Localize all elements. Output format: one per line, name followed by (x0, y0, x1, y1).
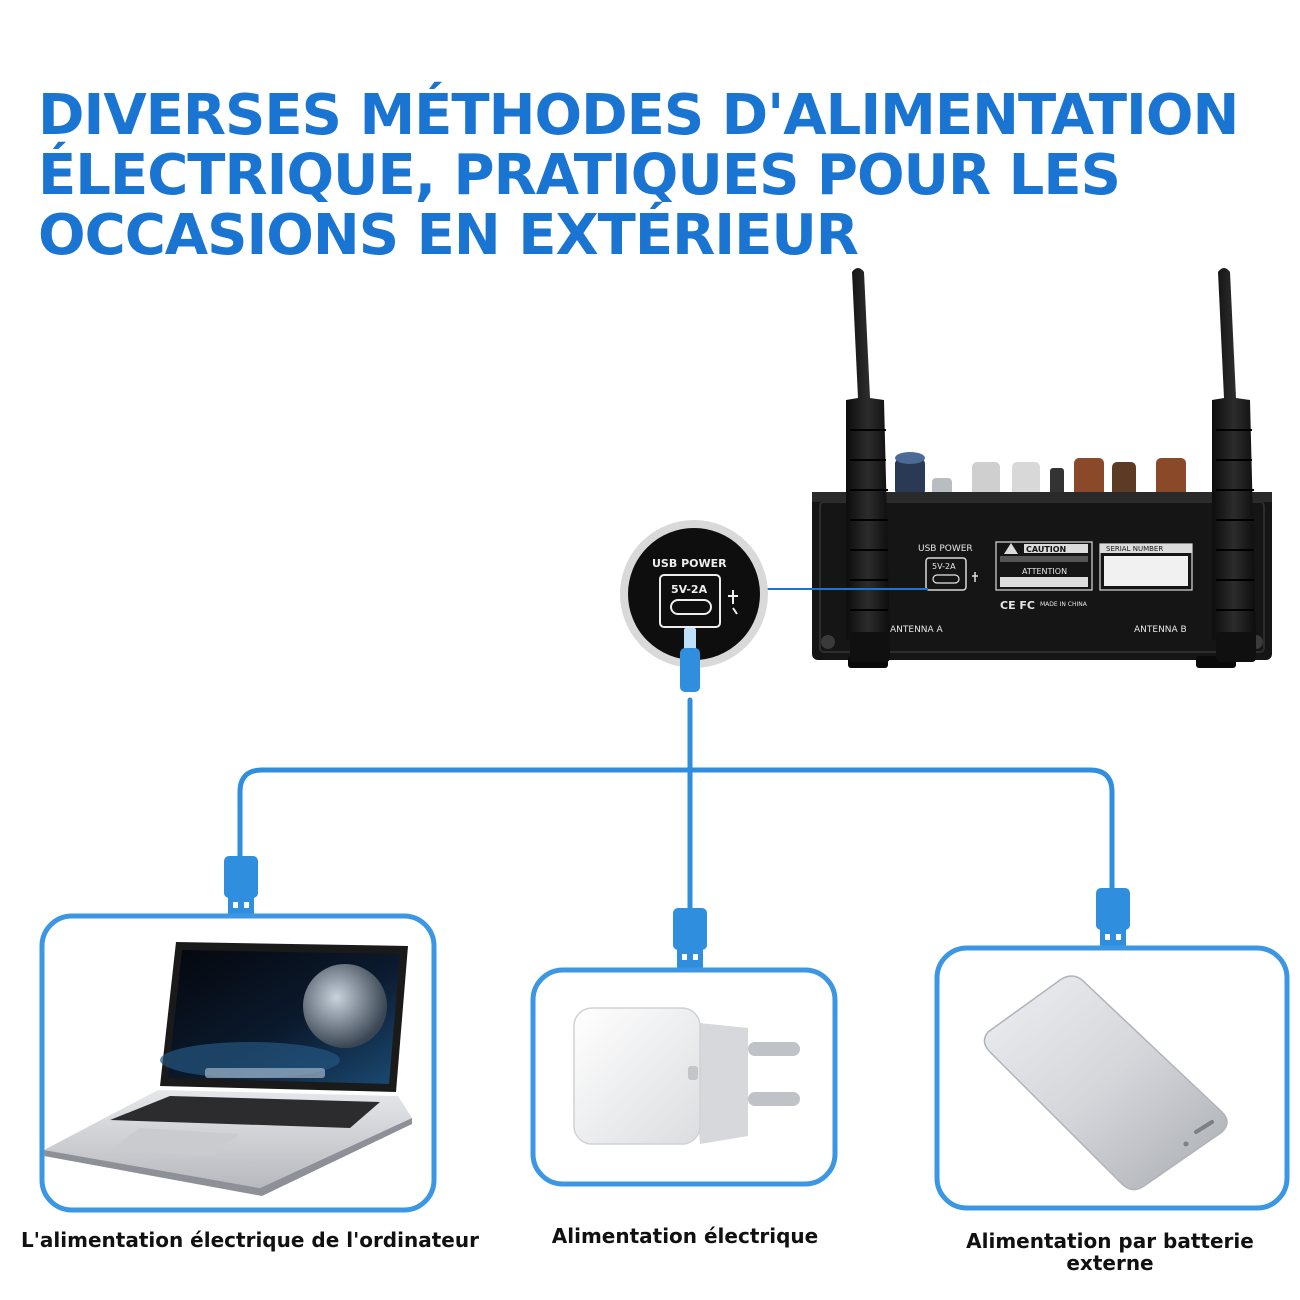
receiver-device: USB POWER 5V-2A CAUTION ATTENTION SERIAL… (812, 268, 1272, 668)
wall-charger-icon (573, 1007, 800, 1145)
usb-c-plug-icon (680, 628, 700, 692)
caption-power-adapter: Alimentation électrique (551, 1224, 819, 1248)
device-rating-label: 5V-2A (932, 562, 956, 571)
trackpad (110, 1128, 240, 1156)
device-usb-port[interactable] (925, 557, 967, 591)
warning-triangle-icon (1004, 543, 1018, 554)
usb-port (1194, 1120, 1214, 1134)
cable-to-laptop (237, 767, 693, 861)
usb-symbol-icon (728, 590, 738, 615)
frame-computer (39, 913, 437, 1213)
device-origin-label: MADE IN CHINA (1040, 601, 1088, 608)
frame-battery (934, 945, 1290, 1211)
device-serial-label: SERIAL NUMBER (1106, 545, 1163, 553)
usb-a-plug-icon (673, 908, 707, 968)
antenna-a (846, 268, 890, 662)
antenna-b (1212, 268, 1256, 662)
headline-line-2: ÉLECTRIQUE, PRATIQUES POUR LES (38, 143, 1121, 208)
plug-pin (748, 1092, 800, 1106)
device-antenna-b-label: ANTENNA B (1134, 625, 1187, 635)
keyboard (110, 1096, 380, 1128)
laptop-icon (44, 942, 412, 1196)
zoom-usb-power-label: USB POWER (652, 557, 727, 570)
cable-tree (237, 697, 1115, 913)
usb-symbol-icon (972, 572, 978, 582)
usb-slot (688, 1066, 698, 1080)
caution-box (995, 541, 1093, 591)
headline: DIVERSES MÉTHODES D'ALIMENTATION ÉLECTRI… (38, 83, 1239, 268)
dock (205, 1068, 325, 1078)
screw-icon (821, 635, 835, 649)
device-antenna-a-label: ANTENNA A (890, 625, 944, 635)
plug-pin (748, 1042, 800, 1056)
device-body (812, 492, 1272, 660)
caption-external-battery-line-2: externe (1066, 1251, 1154, 1275)
device-attention-label: ATTENTION (1022, 567, 1067, 576)
device-marks-label: CE FC (1000, 599, 1035, 612)
usb-a-plug-icon (1096, 888, 1130, 948)
usb-c-port-icon (670, 599, 712, 615)
frame-charger (530, 967, 838, 1187)
power-bank-icon (983, 975, 1228, 1191)
caption-computer-power: L'alimentation électrique de l'ordinateu… (21, 1228, 479, 1252)
headline-line-3: OCCASIONS EN EXTÉRIEUR (38, 203, 859, 268)
device-top-connectors (895, 452, 1186, 498)
device-caution-label: CAUTION (1026, 545, 1066, 554)
indicator-led (1183, 1141, 1189, 1147)
zoom-rating-label: 5V-2A (671, 583, 708, 596)
caption-external-battery: Alimentation par batterie externe (940, 1230, 1280, 1274)
planet-wallpaper (303, 964, 387, 1048)
usb-a-plug-icon (224, 856, 258, 916)
caption-external-battery-line-1: Alimentation par batterie (966, 1229, 1254, 1253)
cable-to-battery (687, 767, 1115, 893)
headline-line-1: DIVERSES MÉTHODES D'ALIMENTATION (38, 83, 1239, 148)
device-usb-power-label: USB POWER (918, 544, 973, 554)
usb-port-zoom: USB POWER 5V-2A (620, 520, 768, 668)
